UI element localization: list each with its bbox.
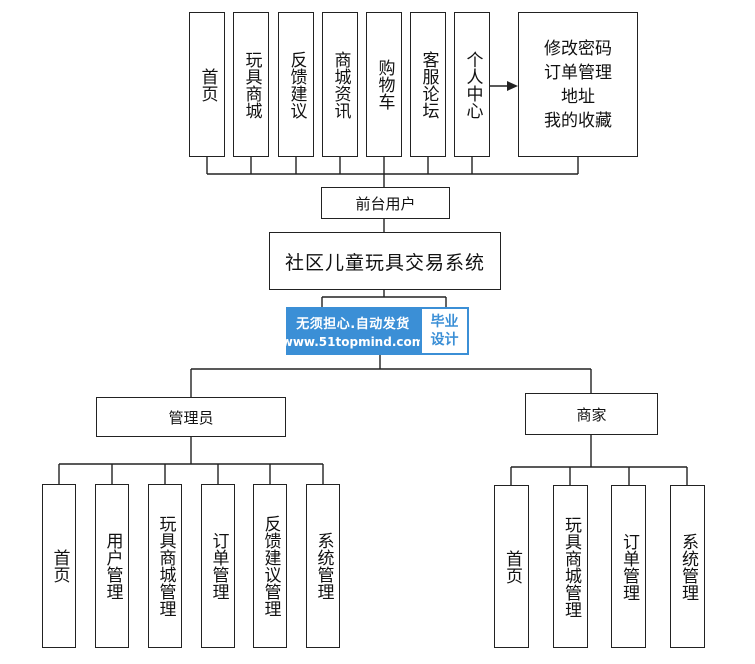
watermark-badge: 毕业 设计: [420, 307, 469, 355]
frontend-module-service-forum: 客服论坛: [410, 12, 446, 157]
merchant-module-order-management: 订单管理: [611, 485, 646, 648]
frontend-module-toy-mall: 玩具商城: [233, 12, 269, 157]
sub-item-order-management: 订单管理: [544, 62, 612, 83]
merchant-module-home: 首页: [494, 485, 529, 648]
personal-center-sublist: 修改密码 订单管理 地址 我的收藏: [518, 12, 638, 157]
merchant-module-system-management: 系统管理: [670, 485, 705, 648]
frontend-module-feedback: 反馈建议: [278, 12, 314, 157]
system-title-node: 社区儿童玩具交易系统: [269, 232, 501, 290]
admin-module-home: 首页: [42, 484, 76, 648]
frontend-user-node: 前台用户: [321, 187, 450, 219]
watermark-text-area: 无须担心.自动发货 www.51topmind.com: [282, 307, 424, 355]
merchant-node: 商家: [525, 393, 658, 435]
admin-module-system-management: 系统管理: [306, 484, 340, 648]
arrow-head-icon: [507, 81, 518, 91]
sub-item-favorites: 我的收藏: [544, 110, 612, 131]
frontend-module-mall-news: 商城资讯: [322, 12, 358, 157]
sub-item-address: 地址: [561, 86, 595, 107]
admin-module-feedback-management: 反馈建议管理: [253, 484, 287, 648]
admin-node: 管理员: [96, 397, 286, 437]
merchant-module-toy-mall-management: 玩具商城管理: [553, 485, 588, 648]
watermark-banner: 无须担心.自动发货 www.51topmind.com 毕业 设计: [282, 307, 469, 355]
frontend-module-home: 首页: [189, 12, 225, 157]
watermark-slogan: 无须担心.自动发货: [296, 317, 410, 332]
frontend-module-personal-center: 个人中心: [454, 12, 490, 157]
admin-module-toy-mall-management: 玩具商城管理: [148, 484, 182, 648]
admin-module-order-management: 订单管理: [201, 484, 235, 648]
watermark-url: www.51topmind.com: [281, 335, 425, 349]
frontend-module-cart: 购物车: [366, 12, 402, 157]
admin-module-user-management: 用户管理: [95, 484, 129, 648]
sub-item-change-password: 修改密码: [544, 38, 612, 59]
